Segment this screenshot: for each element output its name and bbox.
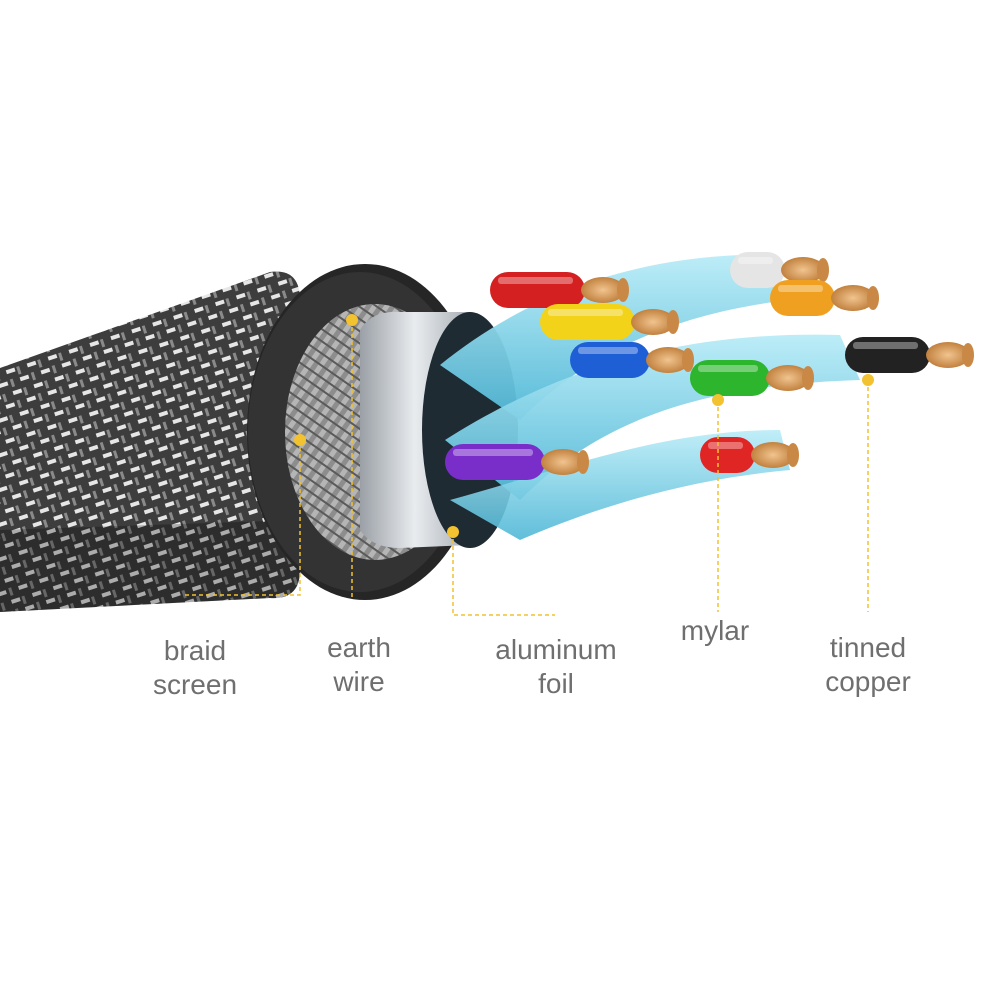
wire-4 (730, 252, 829, 288)
wire-8 (845, 337, 974, 373)
wire-5 (770, 280, 879, 316)
callout-label-4: mylar (680, 615, 750, 646)
wire-9 (700, 437, 799, 473)
callout-dot-4 (712, 394, 724, 406)
wire-1 (490, 272, 629, 308)
callout-label-1: braid screen (152, 635, 238, 700)
callout-label-5: tinned copper (825, 632, 911, 697)
callout-line-3 (452, 532, 555, 616)
braided-jacket (0, 271, 300, 612)
colored-wires (445, 252, 974, 480)
callout-label-2: earth wire (327, 632, 391, 697)
braided-jacket-shade (0, 520, 300, 612)
callout-label-3: aluminum foil (495, 634, 617, 699)
callout-dot-3 (447, 526, 459, 538)
callout-dot-1 (294, 434, 306, 446)
wire-3 (570, 342, 694, 378)
callout-dot-5 (862, 374, 874, 386)
callout-dot-2 (346, 314, 358, 326)
callout-lines (185, 314, 874, 616)
wire-7 (445, 444, 589, 480)
wire-6 (690, 360, 814, 396)
wire-2 (540, 304, 679, 340)
callout-line-1 (185, 440, 301, 596)
